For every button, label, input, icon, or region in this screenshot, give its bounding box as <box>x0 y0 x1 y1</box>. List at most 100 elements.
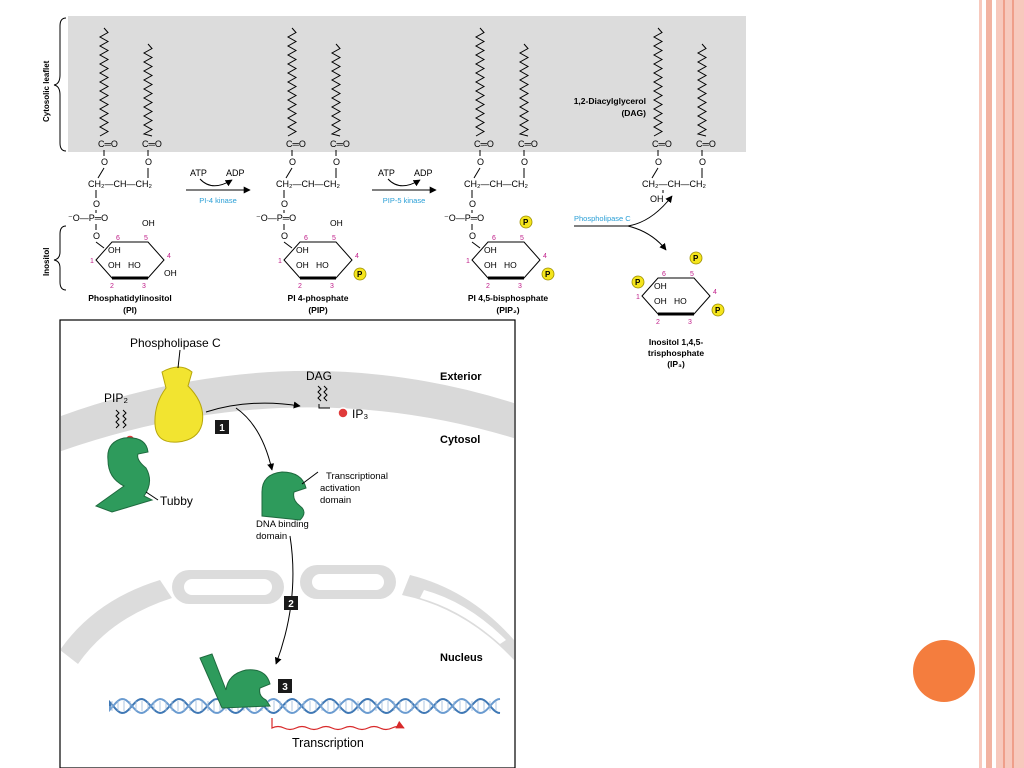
fatty-acid-chain-1 <box>652 27 664 137</box>
fatty-acid-chain-2 <box>330 43 342 137</box>
ring-number-6: 6 <box>116 235 120 242</box>
phosphate-p-label: P <box>545 270 551 279</box>
carbonyl-2: C═O <box>696 139 716 149</box>
oh-label: OH <box>654 281 667 291</box>
atp-label-2: ATP <box>378 168 395 178</box>
ring-number-1: 1 <box>278 258 282 265</box>
domain-label: domain <box>320 495 351 506</box>
ring-number-4: 4 <box>713 289 717 296</box>
phosphate-oxygen: O <box>281 231 288 241</box>
atp-label-1: ATP <box>190 168 207 178</box>
pip2-abbr: (PIP₂) <box>496 305 519 315</box>
exterior-label: Exterior <box>440 371 482 383</box>
bond <box>95 241 105 249</box>
glycerol-backbone: CH₂—CH—CH₂ <box>88 179 152 189</box>
phosphate-group: ⁻O—P═O <box>68 213 108 223</box>
ring-number-6: 6 <box>492 235 496 242</box>
dag-oh-label: OH <box>650 194 664 204</box>
oh-label: OH <box>484 260 497 270</box>
fatty-acid-chain-2 <box>142 43 154 137</box>
ring-number-5: 5 <box>520 235 524 242</box>
ring-number-3: 3 <box>330 283 334 290</box>
pi4-kinase-label: PI-4 kinase <box>199 196 237 205</box>
ring-number-5: 5 <box>144 235 148 242</box>
tubby-on-dna <box>199 653 271 709</box>
nuclear-envelope <box>61 565 514 664</box>
carbonyl-1: C═O <box>286 139 306 149</box>
orange-circle-icon <box>913 640 975 702</box>
ring-number-5: 5 <box>332 235 336 242</box>
ho-label: HO <box>674 296 687 306</box>
oh-label: OH <box>108 260 121 270</box>
phosphate-p-label: P <box>715 306 721 315</box>
carbonyl-1: C═O <box>98 139 118 149</box>
ip3-ball <box>337 407 349 419</box>
phosphate-oxygen: O <box>469 231 476 241</box>
pip-name: PI 4-phosphate <box>288 293 349 303</box>
ester-oxygen-1: O <box>655 157 662 167</box>
bond <box>283 241 293 249</box>
ring-number-6: 6 <box>662 271 666 278</box>
oh-label: OH <box>108 245 121 255</box>
ester-oxygen-1: O <box>101 157 108 167</box>
step-1-badge <box>215 420 229 434</box>
ho-label: HO <box>128 260 141 270</box>
phosphate-oxygen: O <box>93 231 100 241</box>
step-2-badge <box>284 596 298 610</box>
pip2-name: PI 4,5-bisphosphate <box>468 293 549 303</box>
pip2-label: PIP₂ <box>104 391 128 405</box>
bond <box>473 167 481 179</box>
ester-oxygen-2: O <box>145 157 152 167</box>
ester-oxygen-2: O <box>521 157 528 167</box>
ring-number-5: 5 <box>690 271 694 278</box>
tubby-protein <box>94 437 154 513</box>
ring-number-1: 1 <box>466 258 470 265</box>
ho-label: HO <box>504 260 517 270</box>
fatty-acid-chain-1 <box>474 27 486 137</box>
ip3-line3: (IP₃) <box>667 359 685 369</box>
fatty-acid-chain-2 <box>518 43 530 137</box>
step-3-badge <box>278 679 292 693</box>
ester-oxygen-1: O <box>477 157 484 167</box>
phosphate-p-label: P <box>635 278 641 287</box>
ester-oxygen-2: O <box>699 157 706 167</box>
ring-number-2: 2 <box>298 283 302 290</box>
ip3-line1: Inositol 1,4,5- <box>649 337 703 347</box>
phosphate-p-label: P <box>523 218 529 227</box>
glycerol-backbone: CH₂—CH—CH₂ <box>464 179 528 189</box>
pip-abbr: (PIP) <box>308 305 328 315</box>
carbonyl-1: C═O <box>652 139 672 149</box>
dag-abbr: (DAG) <box>621 108 646 118</box>
inositol-bracket <box>53 225 67 291</box>
ring-number-2: 2 <box>110 283 114 290</box>
ho-label: HO <box>316 260 329 270</box>
decor-stripe-3 <box>996 0 1024 768</box>
ring-number-1: 1 <box>636 294 640 301</box>
glycerol-backbone: CH₂—CH—CH₂ <box>276 179 340 189</box>
cytosol-label: Cytosol <box>440 434 480 446</box>
fatty-acid-chain-2 <box>696 43 708 137</box>
oh-label: OH <box>654 296 667 306</box>
carbonyl-1: C═O <box>474 139 494 149</box>
step-2-label: 2 <box>288 599 294 610</box>
cytosolic-leaflet-label: Cytosolic leaflet <box>42 60 51 122</box>
cytosolic-bracket <box>53 17 67 152</box>
released-tubby-protein <box>261 471 307 521</box>
carbonyl-2: C═O <box>518 139 538 149</box>
bond <box>471 241 481 249</box>
phospholipase-c-enzyme <box>154 366 204 443</box>
ring-number-3: 3 <box>518 283 522 290</box>
ring-number-3: 3 <box>142 283 146 290</box>
transcription-arrow <box>271 718 405 731</box>
step-3-label: 3 <box>282 682 288 693</box>
nucleus-label: Nucleus <box>440 652 483 664</box>
dna-helix <box>109 697 501 715</box>
ring-number-4: 4 <box>543 253 547 260</box>
ip3-line2: trisphosphate <box>648 348 704 358</box>
glycerol-backbone: CH₂—CH—CH₂ <box>642 179 706 189</box>
decor-stripe-2 <box>986 0 992 768</box>
molecule-dag: C═O C═O O O CH₂—CH—CH₂ OH <box>642 27 716 204</box>
ester-oxygen-2: O <box>333 157 340 167</box>
